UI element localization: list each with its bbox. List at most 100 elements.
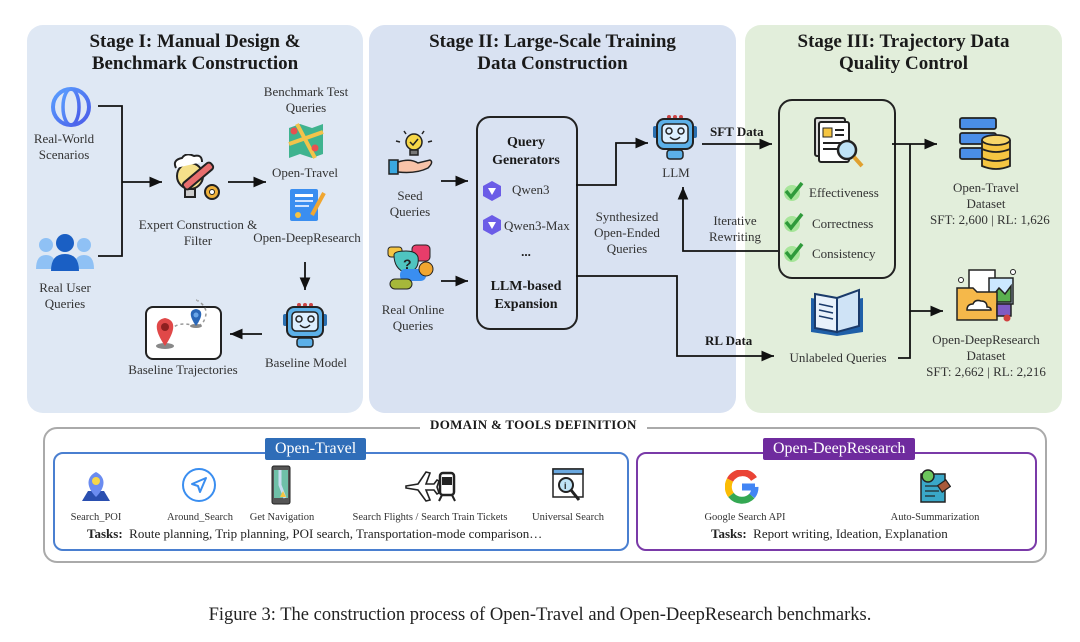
real-user-line2: Queries <box>44 296 86 311</box>
tool-google-search-api: Google Search API <box>704 512 786 523</box>
gen-line2: Generators <box>492 153 560 168</box>
auto-summarization-icon <box>920 469 951 503</box>
synth-line3: Queries <box>606 241 648 256</box>
qwen-logo-icon <box>483 215 501 235</box>
seed-line1: Seed <box>397 188 423 203</box>
real-world-label: Real-World Scenarios <box>22 131 106 163</box>
tool-around-search: Around_Search <box>167 512 233 523</box>
synthesized-queries-label: Synthesized Open-Ended Queries <box>582 209 672 257</box>
svg-text:i: i <box>564 481 567 491</box>
stage2-title-line2: Data Construction <box>477 53 628 74</box>
universal-search-icon: i <box>552 468 584 501</box>
stage2-title-line1: Stage II: Large-Scale Training <box>429 31 676 52</box>
check-icon <box>784 242 804 262</box>
synth-line2: Open-Ended <box>594 225 660 240</box>
tasks-label: Tasks: <box>711 526 747 541</box>
stage3-title-line1: Stage III: Trajectory Data <box>797 31 1010 52</box>
open-travel-benchmark-label: Open-Travel <box>272 165 338 180</box>
open-deepresearch-tasks: Tasks: Report writing, Ideation, Explana… <box>711 526 948 542</box>
open-travel-dataset-label: Open-Travel Dataset SFT: 2,600 | RL: 1,6… <box>930 180 1050 228</box>
stage1-title: Stage I: Manual Design & Benchmark Const… <box>27 31 363 75</box>
robot-baseline-icon <box>283 303 327 348</box>
check-effectiveness: Effectiveness <box>809 185 879 200</box>
globe-icon <box>51 87 91 127</box>
location-pin-icon <box>82 472 110 501</box>
iter-line2: Rewriting <box>709 229 761 244</box>
baseline-model-label: Baseline Model <box>265 355 347 370</box>
document-search-icon <box>814 117 864 168</box>
trajectory-pins-icon <box>156 309 202 349</box>
open-travel-tasks: Tasks: Route planning, Trip planning, PO… <box>87 526 542 542</box>
real-world-line1: Real-World <box>33 131 95 146</box>
tasks-label: Tasks: <box>87 526 123 541</box>
check-correctness: Correctness <box>812 216 874 231</box>
od-dataset-line2: Dataset <box>966 348 1006 363</box>
llm-expansion-title: LLM-based Expansion <box>478 278 574 314</box>
od-dataset-stats: SFT: 2,662 | RL: 2,216 <box>926 364 1046 379</box>
model-qwen3-max: Qwen3-Max <box>504 218 570 233</box>
stage3-title-line2: Quality Control <box>839 53 968 74</box>
expansion-line1: LLM-based <box>490 279 562 294</box>
tool-universal-search: Universal Search <box>531 512 604 523</box>
expansion-line2: Expansion <box>494 297 558 312</box>
sft-data-label: SFT Data <box>710 124 764 139</box>
stage3-title: Stage III: Trajectory Data Quality Contr… <box>745 31 1062 75</box>
unlabeled-queries-label: Unlabeled Queries <box>789 350 887 365</box>
online-line1: Real Online <box>381 302 445 317</box>
model-qwen3: Qwen3 <box>512 182 550 197</box>
bench-line1: Benchmark Test <box>263 84 349 99</box>
stage1-title-line1: Stage I: Manual Design & <box>89 31 301 52</box>
google-logo-icon <box>725 470 759 504</box>
open-travel-tag: Open-Travel <box>265 438 367 460</box>
seed-line2: Queries <box>389 204 431 219</box>
navigation-arrow-icon <box>182 468 216 502</box>
benchmark-test-label: Benchmark Test Queries <box>258 84 354 116</box>
check-icon <box>784 212 804 232</box>
ot-dataset-line2: Dataset <box>966 196 1006 211</box>
ot-dataset-line1: Open-Travel <box>953 180 1019 195</box>
domain-tools-title: DOMAIN & TOOLS DEFINITION <box>420 417 647 433</box>
real-world-line2: Scenarios <box>38 147 90 162</box>
map-icon <box>288 123 324 159</box>
check-icon <box>784 181 804 201</box>
seed-queries-label: Seed Queries <box>385 188 435 220</box>
database-server-icon <box>959 117 1011 170</box>
rl-data-label: RL Data <box>705 333 753 348</box>
ot-dataset-stats: SFT: 2,600 | RL: 1,626 <box>930 212 1050 227</box>
stage2-title: Stage II: Large-Scale Training Data Cons… <box>369 31 736 75</box>
research-folder-icon <box>956 269 1016 322</box>
stage1-title-line2: Benchmark Construction <box>91 53 299 74</box>
phone-navigation-icon <box>271 465 291 505</box>
open-deepresearch-tag: Open-DeepResearch <box>763 438 916 460</box>
tool-auto-summarization: Auto-Summarization <box>890 512 980 523</box>
document-sign-icon <box>290 189 326 221</box>
open-book-icon <box>811 288 863 336</box>
svg-text:?: ? <box>403 256 412 272</box>
synth-line1: Synthesized <box>595 209 659 224</box>
iter-line1: Iterative <box>713 213 757 228</box>
figure-caption: Figure 3: The construction process of Op… <box>208 605 872 625</box>
robot-llm-icon <box>653 115 697 160</box>
check-consistency: Consistency <box>812 246 876 261</box>
real-user-label: Real User Queries <box>30 280 100 312</box>
quality-control-box <box>778 99 896 279</box>
idea-pencil-gear-icon <box>173 154 220 200</box>
expert-construction-label: Expert Construction & Filter <box>128 217 268 249</box>
real-user-line1: Real User <box>39 280 91 295</box>
tool-get-navigation: Get Navigation <box>249 512 315 523</box>
bench-line2: Queries <box>285 100 327 115</box>
chat-bubbles-icon: ? <box>387 244 434 290</box>
tool-search-poi: Search_POI <box>70 512 122 523</box>
seed-idea-hand-icon <box>388 130 433 175</box>
query-generators-box <box>476 116 578 330</box>
qwen-logo-icon <box>483 181 501 201</box>
expert-line1: Expert Construction & <box>138 217 258 232</box>
query-generators-title: Query Generators <box>478 134 574 170</box>
tasks-text: Report writing, Ideation, Explanation <box>753 526 948 541</box>
open-deepresearch-benchmark-label: Open-DeepResearch <box>253 230 361 245</box>
iterative-rewriting-label: Iterative Rewriting <box>705 213 765 245</box>
real-online-queries-label: Real Online Queries <box>378 302 448 334</box>
plane-train-icon <box>405 471 456 502</box>
tasks-text: Route planning, Trip planning, POI searc… <box>129 526 543 541</box>
gen-line1: Query <box>506 135 546 150</box>
